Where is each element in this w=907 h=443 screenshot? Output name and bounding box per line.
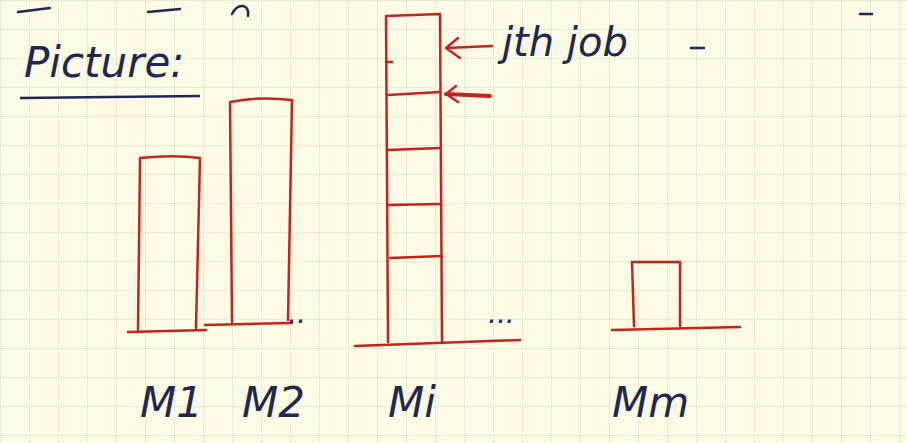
- sketch-title: Picture:: [24, 42, 184, 84]
- ellipsis: ...: [488, 300, 515, 328]
- machine-label: M2: [242, 382, 305, 424]
- trailing-dash: [690, 47, 705, 50]
- machine-label: Mi: [388, 382, 436, 424]
- machines-and-jobs: [128, 14, 740, 346]
- machine-label: M1: [140, 382, 203, 424]
- ellipsis: ..: [288, 300, 306, 328]
- machine-label: Mm: [612, 382, 689, 424]
- callout-label: jth job: [502, 22, 628, 62]
- title-underline: [20, 96, 200, 98]
- previous-line-strokes: [18, 6, 872, 16]
